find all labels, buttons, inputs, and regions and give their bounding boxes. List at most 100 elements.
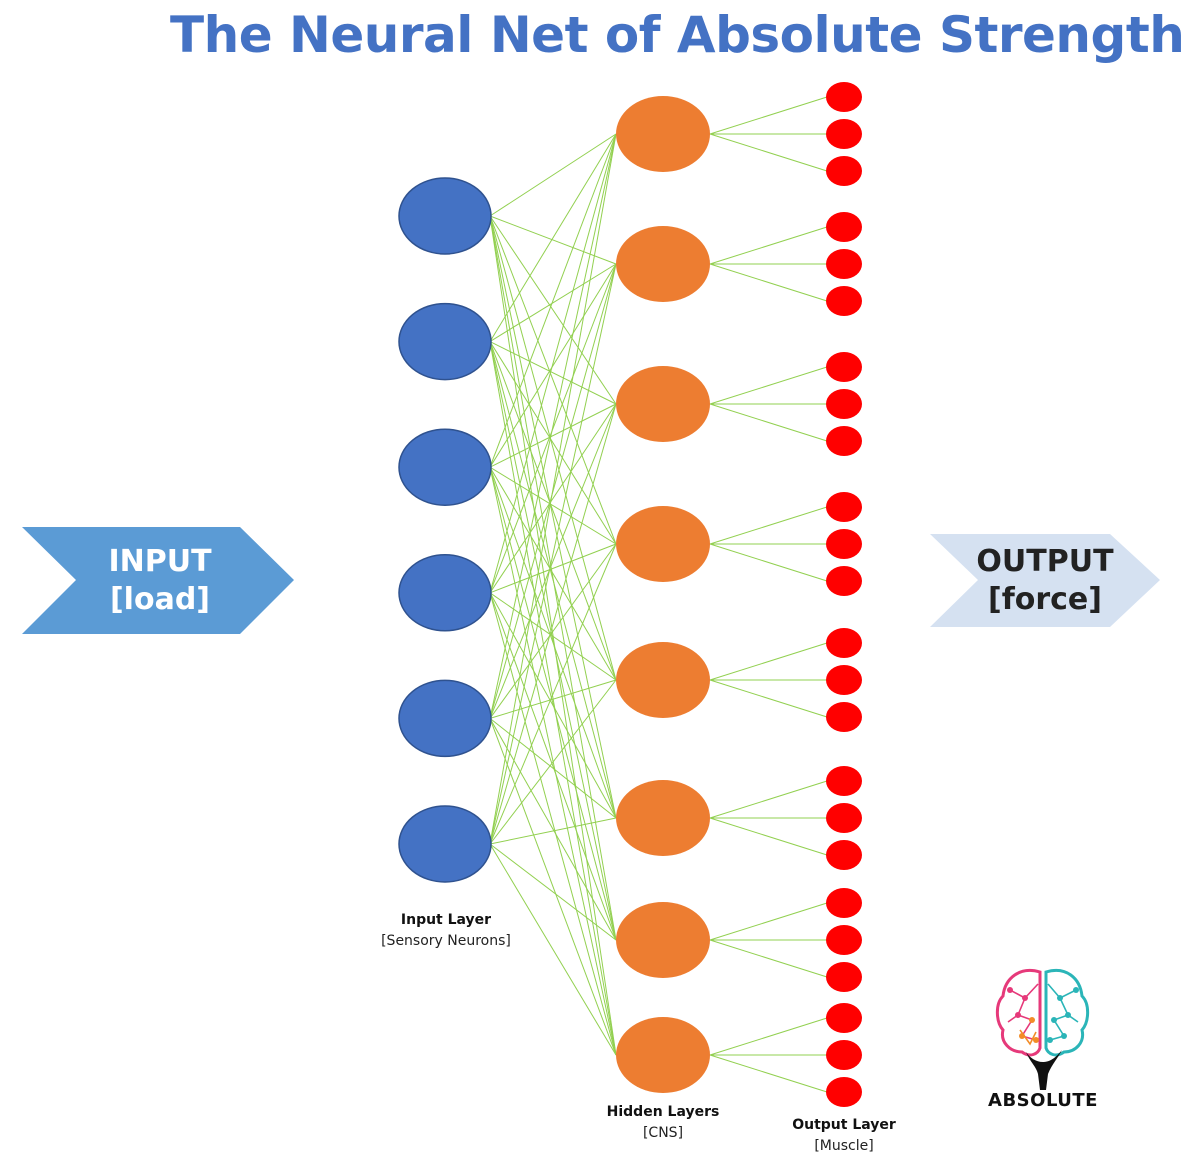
input-node — [398, 302, 492, 381]
input-hidden-connection — [489, 466, 617, 545]
input-hidden-connection — [489, 592, 617, 1056]
output-node — [826, 529, 862, 559]
input-node — [398, 428, 492, 506]
nodes-group — [398, 82, 862, 1107]
input-hidden-connection — [489, 133, 617, 342]
logo-text: ABSOLUTE — [988, 1090, 1098, 1111]
output-node — [826, 840, 862, 870]
input-hidden-connection — [489, 215, 617, 819]
hidden-layer-label: Hidden Layers [CNS] — [588, 1102, 738, 1144]
hidden-node — [616, 226, 710, 302]
input-hidden-connection — [489, 467, 617, 941]
hidden-output-connection — [709, 642, 828, 681]
input-hidden-connection — [489, 679, 617, 845]
output-node — [826, 1077, 862, 1107]
input-hidden-connection — [489, 403, 617, 468]
input-hidden-connection — [489, 679, 617, 719]
output-arrow-line1: OUTPUT — [976, 544, 1114, 579]
output-node — [826, 566, 862, 596]
input-hidden-connection — [489, 843, 617, 1056]
hidden-node — [616, 366, 710, 442]
output-node — [826, 426, 862, 456]
input-hidden-connection — [489, 133, 617, 845]
output-node — [826, 352, 862, 382]
hidden-node — [616, 506, 710, 582]
connections-group — [489, 96, 828, 1093]
hidden-output-connection — [709, 133, 828, 172]
input-hidden-connection — [489, 215, 617, 545]
hidden-output-connection — [709, 939, 828, 978]
absolute-logo-icon — [995, 969, 1090, 1090]
output-arrow-label: OUTPUT [force] — [955, 543, 1135, 619]
output-node — [826, 628, 862, 658]
input-hidden-connection — [489, 215, 617, 265]
page-title: The Neural Net of Absolute Strength — [170, 6, 1185, 64]
input-hidden-connection — [489, 543, 617, 719]
output-node — [826, 119, 862, 149]
input-node — [398, 805, 492, 883]
input-hidden-connection — [489, 263, 617, 343]
hidden-output-connection — [709, 226, 828, 265]
input-hidden-connection — [489, 718, 617, 819]
output-node — [826, 962, 862, 992]
input-hidden-connection — [489, 467, 617, 819]
input-layer-subtitle: [Sensory Neurons] — [381, 933, 511, 949]
output-layer-title: Output Layer — [792, 1117, 896, 1133]
input-hidden-connection — [489, 817, 617, 845]
hidden-node — [616, 1017, 710, 1093]
input-arrow-line2: [load] — [109, 582, 211, 617]
hidden-node — [616, 642, 710, 718]
input-hidden-connection — [489, 592, 617, 681]
hidden-output-connection — [709, 1054, 828, 1093]
output-node — [826, 82, 862, 112]
input-hidden-connection — [489, 592, 617, 819]
output-arrow — [930, 534, 1160, 627]
output-node — [826, 212, 862, 242]
input-layer-label: Input Layer [Sensory Neurons] — [366, 910, 526, 952]
input-hidden-connection — [489, 592, 617, 941]
output-arrow-line2: [force] — [987, 582, 1102, 617]
input-hidden-connection — [489, 543, 617, 594]
input-hidden-connection — [489, 133, 617, 217]
input-hidden-connection — [489, 215, 617, 405]
input-hidden-connection — [489, 718, 617, 941]
input-hidden-connection — [489, 133, 617, 719]
hidden-output-connection — [709, 506, 828, 545]
input-hidden-connection — [489, 341, 617, 681]
hidden-layer-subtitle: [CNS] — [642, 1125, 684, 1141]
output-node — [826, 925, 862, 955]
hidden-output-connection — [709, 403, 828, 442]
input-hidden-connection — [489, 215, 617, 681]
input-hidden-connection — [489, 341, 617, 819]
hidden-output-connection — [709, 902, 828, 941]
input-hidden-connection — [489, 133, 617, 468]
output-layer-label: Output Layer [Muscle] — [774, 1115, 914, 1157]
output-node — [826, 803, 862, 833]
hidden-output-connection — [709, 366, 828, 405]
hidden-node — [616, 96, 710, 172]
input-hidden-connection — [489, 403, 617, 594]
input-hidden-connection — [489, 215, 617, 1056]
output-node — [826, 286, 862, 316]
output-node — [826, 888, 862, 918]
hidden-output-connection — [709, 780, 828, 819]
input-hidden-connection — [489, 133, 617, 593]
input-hidden-connection — [489, 403, 617, 845]
hidden-output-connection — [709, 263, 828, 302]
input-node — [398, 679, 492, 758]
output-node — [826, 156, 862, 186]
input-hidden-connection — [489, 263, 617, 468]
input-hidden-connection — [489, 843, 617, 941]
output-node — [826, 1003, 862, 1033]
input-node — [398, 177, 492, 255]
input-arrow-line1: INPUT — [108, 544, 212, 579]
output-node — [826, 389, 862, 419]
output-node — [826, 665, 862, 695]
input-hidden-connection — [489, 466, 617, 681]
input-hidden-connection — [489, 341, 617, 941]
hidden-output-connection — [709, 679, 828, 718]
hidden-node — [616, 902, 710, 978]
output-node — [826, 249, 862, 279]
output-node — [826, 702, 862, 732]
